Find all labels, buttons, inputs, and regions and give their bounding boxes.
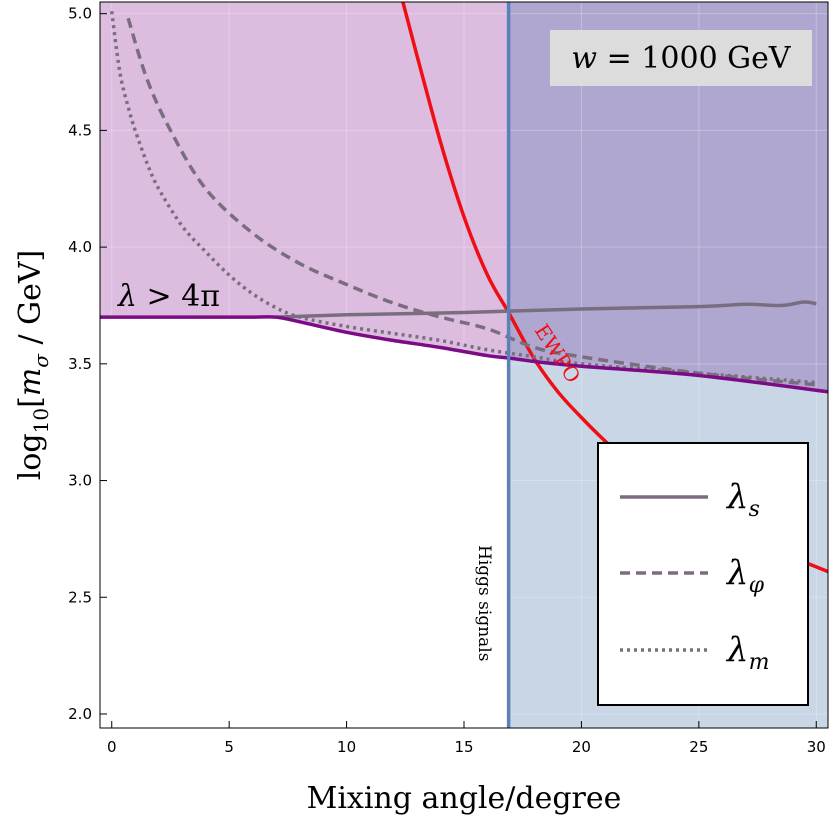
legend: λs λφ λm xyxy=(597,442,809,706)
series-line-lambda-phi xyxy=(126,17,817,387)
legend-item-lambda-s: λs xyxy=(620,477,760,522)
legend-item-lambda-phi: λφ xyxy=(620,553,765,598)
y-tick-label-4: 4.0 xyxy=(68,238,92,256)
overlap-excluded-region xyxy=(508,2,828,392)
legend-label-lambda-s: λs xyxy=(725,477,760,522)
y-axis-title: log10[mσ / GeV] xyxy=(13,250,53,480)
x-tick-label-6: 30 xyxy=(807,738,826,756)
perturbativity-label: λ > 4π xyxy=(117,279,220,314)
legend-label-lambda-phi: λφ xyxy=(725,553,765,598)
x-tick-label-1: 5 xyxy=(224,738,234,756)
y-tick-label-6: 5.0 xyxy=(68,5,92,23)
y-tick-label-1: 2.5 xyxy=(68,588,92,606)
legend-item-lambda-m: λm xyxy=(620,630,769,675)
higgs-signals-label: Higgs signals xyxy=(474,545,494,661)
y-tick-label-3: 3.5 xyxy=(68,355,92,373)
x-axis-title: Mixing angle/degree xyxy=(307,781,622,816)
title-box-text: w = 1000 GeV xyxy=(571,41,791,76)
y-tick-label-2: 3.0 xyxy=(68,472,92,490)
series-line-lambda-m xyxy=(109,11,817,385)
title-box: w = 1000 GeV xyxy=(550,30,812,86)
legend-label-lambda-m: λm xyxy=(725,630,769,675)
x-tick-label-2: 10 xyxy=(337,738,356,756)
y-tick-label-5: 4.5 xyxy=(68,121,92,139)
y-axis-ticks: 2.0 2.5 3.0 3.5 4.0 4.5 5.0 xyxy=(68,5,107,723)
title-box-bg xyxy=(550,30,812,86)
x-tick-label-0: 0 xyxy=(107,738,117,756)
x-tick-label-4: 20 xyxy=(572,738,591,756)
x-tick-label-5: 25 xyxy=(689,738,708,756)
perturbativity-boundary-line xyxy=(100,315,828,394)
x-axis-ticks: 0 5 10 15 20 25 30 xyxy=(107,721,826,756)
x-tick-label-3: 15 xyxy=(454,738,473,756)
series-line-lambda-s xyxy=(276,300,817,319)
y-tick-label-0: 2.0 xyxy=(68,705,92,723)
